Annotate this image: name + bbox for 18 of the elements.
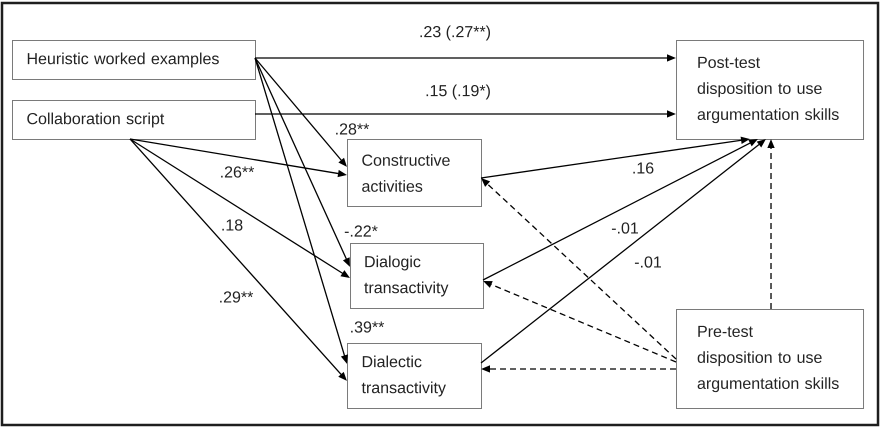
variable-box: Heuristic worked examples — [12, 40, 256, 80]
edge-label: -.01 — [610, 222, 640, 234]
edge-label: .23 (.27**) — [418, 25, 492, 41]
edge-label: .39** — [349, 320, 385, 334]
variable-box: Constructive activities — [347, 139, 482, 207]
edge-label: .16 — [631, 162, 655, 174]
edge-label: .29** — [218, 290, 254, 304]
edge-label: .26** — [219, 166, 255, 178]
edge-label: .15 (.19*) — [424, 84, 492, 100]
edge-label: -.01 — [634, 256, 662, 268]
variable-box: Collaboration script — [12, 100, 256, 140]
variable-box: Post-test disposition to use argumentation skills — [676, 40, 864, 140]
variable-box: Pre-test disposition to use argumentation skills — [676, 309, 864, 409]
edge-label: .28** — [334, 122, 370, 136]
edge-label: -.22* — [344, 224, 378, 238]
edge-label: .18 — [220, 218, 244, 232]
variable-box: Dialogic transactivity — [350, 243, 484, 309]
variable-box: Dialectic transactivity — [347, 343, 482, 409]
